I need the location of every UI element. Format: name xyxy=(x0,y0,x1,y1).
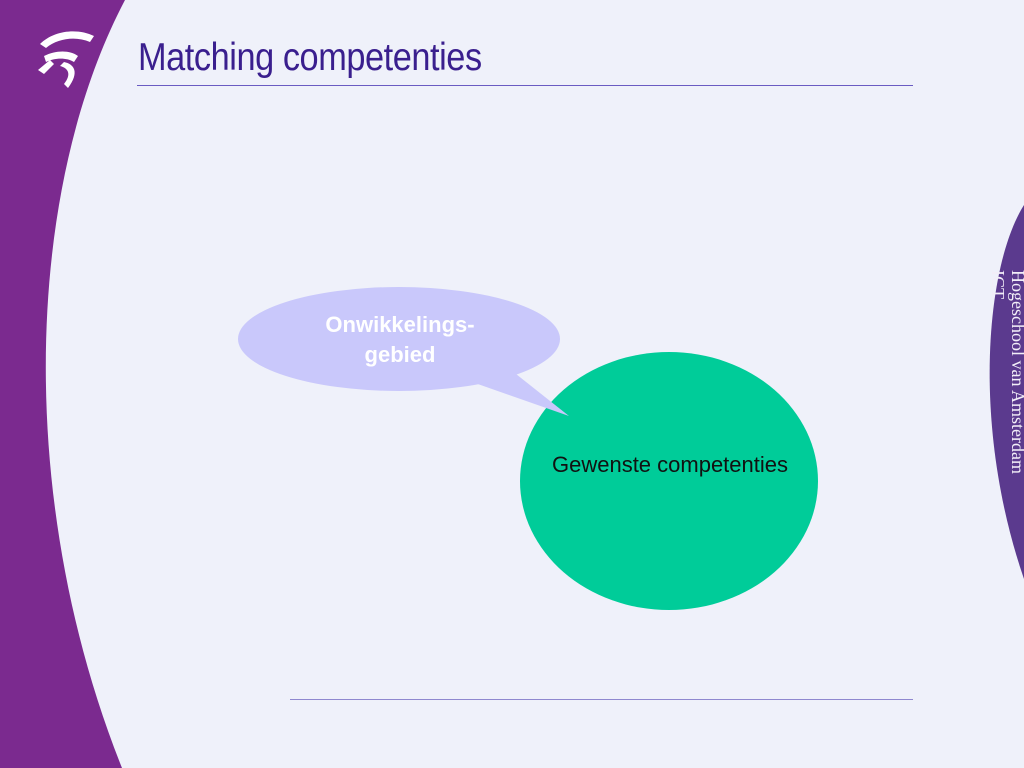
callout-tail xyxy=(455,374,569,416)
right-purple-band xyxy=(989,205,1024,579)
institution-name: Hogeschool van Amsterdam xyxy=(1008,270,1024,474)
footer-divider xyxy=(290,699,913,700)
left-purple-band xyxy=(0,0,125,768)
slide-title: Matching competenties xyxy=(138,36,482,79)
department-name: ICT xyxy=(988,270,1008,299)
callout-label: Onwikkelings- gebied xyxy=(300,310,500,370)
development-area-callout xyxy=(238,287,560,391)
hva-logo-icon xyxy=(38,31,94,88)
callout-text: Onwikkelings- gebied xyxy=(325,312,475,367)
title-divider xyxy=(137,85,913,86)
institution-branding: Hogeschool van Amsterdam ICT xyxy=(978,270,1024,520)
desired-competencies-circle xyxy=(520,352,818,610)
circle-label: Gewenste competenties xyxy=(551,452,789,477)
